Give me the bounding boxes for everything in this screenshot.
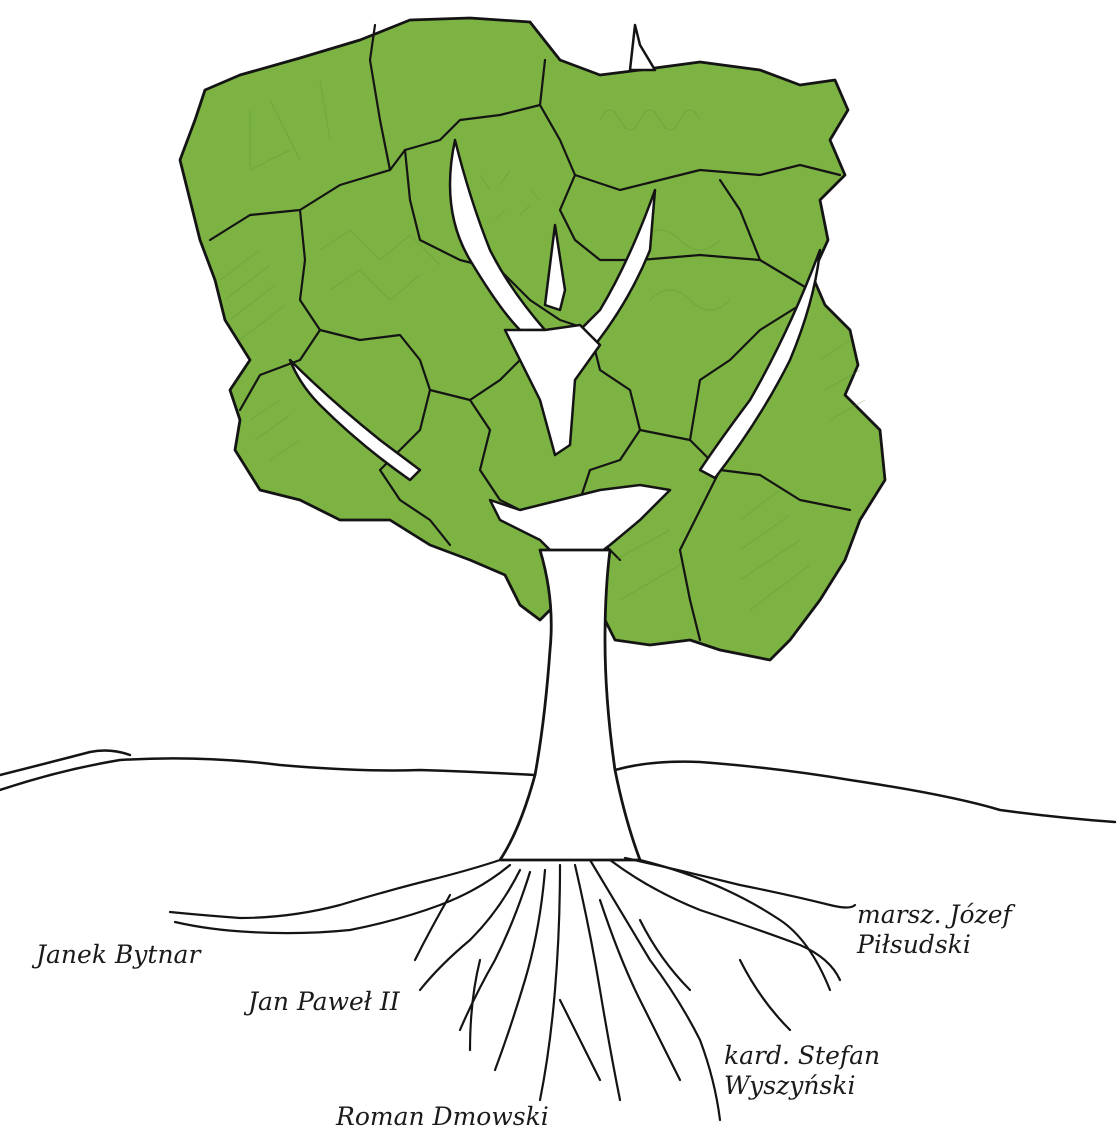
root-label-janek-bytnar: Janek Bytnar [36, 940, 200, 970]
root-label-jozef-pilsudski: marsz. Józef Piłsudski [857, 900, 1012, 960]
root-label-stefan-wyszynski: kard. Stefan Wyszyński [724, 1041, 880, 1101]
root-label-jan-pawel-ii: Jan Paweł II [248, 987, 400, 1017]
root-label-roman-dmowski: Roman Dmowski [336, 1102, 549, 1132]
